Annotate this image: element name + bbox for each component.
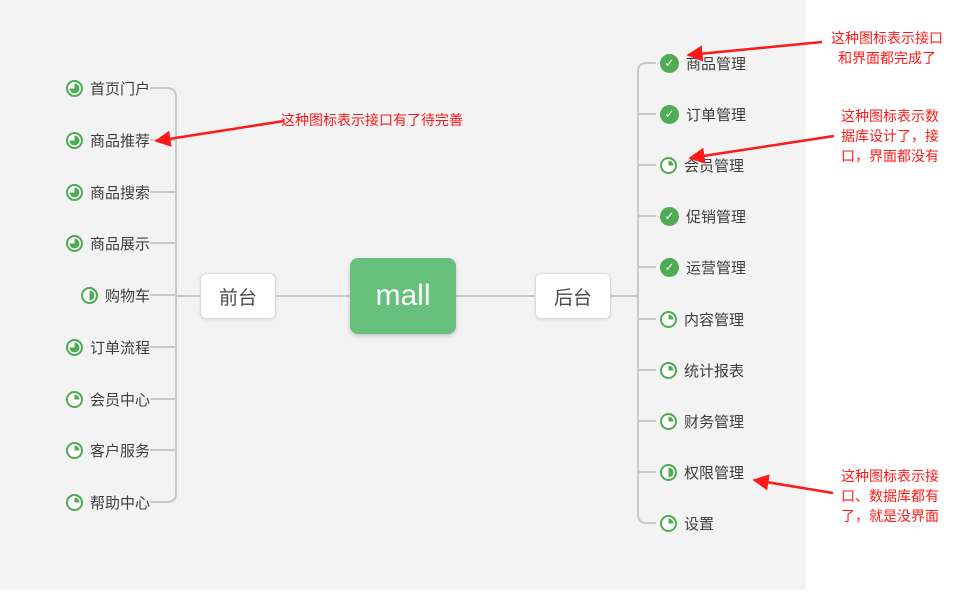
topic-label: 商品推荐 xyxy=(89,132,150,150)
root-node-mall[interactable]: mall xyxy=(350,258,456,334)
progress-75-icon xyxy=(65,131,83,149)
back-topic-row[interactable]: ✓ 订单管理 xyxy=(660,104,746,124)
annotation-line: 这种图标表示接口 xyxy=(831,30,943,46)
topic-label: 设置 xyxy=(684,515,715,533)
annotation-line: 了，就是没界面 xyxy=(841,508,939,524)
back-topic-row[interactable]: ✓ 运营管理 xyxy=(660,257,746,277)
topic-label: 内容管理 xyxy=(684,311,745,329)
back-branch-node[interactable]: 后台 xyxy=(535,273,611,319)
progress-75-icon xyxy=(65,79,83,97)
topic-label: 运营管理 xyxy=(686,259,747,277)
topic-label: 财务管理 xyxy=(684,413,745,431)
done-check-icon: ✓ xyxy=(660,53,679,73)
progress-25-icon xyxy=(65,441,83,459)
root-node-label: mall xyxy=(375,279,431,312)
progress-75-icon xyxy=(65,183,83,201)
annotation-line: 口，界面都没有 xyxy=(841,148,939,164)
progress-25-icon xyxy=(660,361,677,379)
topic-label: 统计报表 xyxy=(684,362,745,380)
annotation-line: 据库设计了，接 xyxy=(841,128,939,144)
topic-label: 首页门户 xyxy=(89,80,150,98)
progress-25-icon xyxy=(65,390,83,408)
progress-25-icon xyxy=(660,514,677,532)
front-topic-row[interactable]: 客户服务 xyxy=(65,440,150,460)
annotation-no-ui: 这种图标表示接 口、数据库都有 了，就是没界面 xyxy=(828,466,952,526)
topic-label: 权限管理 xyxy=(684,464,745,482)
topic-label: 商品搜索 xyxy=(89,184,150,202)
topic-label: 订单管理 xyxy=(686,106,747,124)
front-topic-row[interactable]: 帮助中心 xyxy=(65,492,150,512)
done-check-icon: ✓ xyxy=(660,206,679,226)
progress-25-icon xyxy=(65,493,83,511)
progress-25-icon xyxy=(660,156,677,174)
topic-label: 会员中心 xyxy=(89,391,150,409)
front-topic-row[interactable]: 首页门户 xyxy=(65,78,150,98)
annotation-db-only: 这种图标表示数 据库设计了，接 口，界面都没有 xyxy=(828,106,952,166)
topic-label: 帮助中心 xyxy=(89,494,150,512)
front-topic-row[interactable]: 购物车 xyxy=(80,285,150,305)
annotation-line: 这种图标表示数 xyxy=(841,108,939,124)
front-branch-label: 前台 xyxy=(218,287,257,309)
topic-label: 商品展示 xyxy=(89,235,150,253)
progress-75-icon xyxy=(65,234,83,252)
back-topic-row[interactable]: 权限管理 xyxy=(660,462,744,482)
back-topic-row[interactable]: 设置 xyxy=(660,513,714,533)
annotation-line: 和界面都完成了 xyxy=(838,50,936,66)
done-check-icon: ✓ xyxy=(660,104,679,124)
front-topic-row[interactable]: 会员中心 xyxy=(65,389,150,409)
back-topic-row[interactable]: 会员管理 xyxy=(660,155,744,175)
topic-label: 会员管理 xyxy=(684,157,745,175)
progress-25-icon xyxy=(660,310,677,328)
front-topic-row[interactable]: 订单流程 xyxy=(65,337,150,357)
topic-label: 促销管理 xyxy=(686,208,747,226)
back-topic-row[interactable]: ✓ 商品管理 xyxy=(660,53,746,73)
progress-50-icon xyxy=(660,463,677,481)
progress-50-icon xyxy=(80,286,98,304)
progress-75-icon xyxy=(65,338,83,356)
front-branch-node[interactable]: 前台 xyxy=(200,273,276,319)
back-topic-row[interactable]: 财务管理 xyxy=(660,411,744,431)
annotation-line: 口、数据库都有 xyxy=(841,488,939,504)
topic-label: 购物车 xyxy=(104,287,150,305)
front-topic-row[interactable]: 商品推荐 xyxy=(65,130,150,150)
done-check-icon: ✓ xyxy=(660,257,679,277)
topic-label: 商品管理 xyxy=(686,55,747,73)
back-topic-row[interactable]: ✓ 促销管理 xyxy=(660,206,746,226)
annotation-done: 这种图标表示接口 和界面都完成了 xyxy=(816,28,958,68)
annotation-line: 这种图标表示接 xyxy=(841,468,939,484)
progress-25-icon xyxy=(660,412,677,430)
annotation-line: 这种图标表示接口有了待完善 xyxy=(281,112,463,128)
annotation-interface-todo: 这种图标表示接口有了待完善 xyxy=(281,110,471,130)
topic-label: 订单流程 xyxy=(89,339,150,357)
front-topic-row[interactable]: 商品展示 xyxy=(65,233,150,253)
back-topic-row[interactable]: 统计报表 xyxy=(660,360,744,380)
back-topic-row[interactable]: 内容管理 xyxy=(660,309,744,329)
front-topic-row[interactable]: 商品搜索 xyxy=(65,182,150,202)
topic-label: 客户服务 xyxy=(89,442,150,460)
back-branch-label: 后台 xyxy=(553,287,592,309)
